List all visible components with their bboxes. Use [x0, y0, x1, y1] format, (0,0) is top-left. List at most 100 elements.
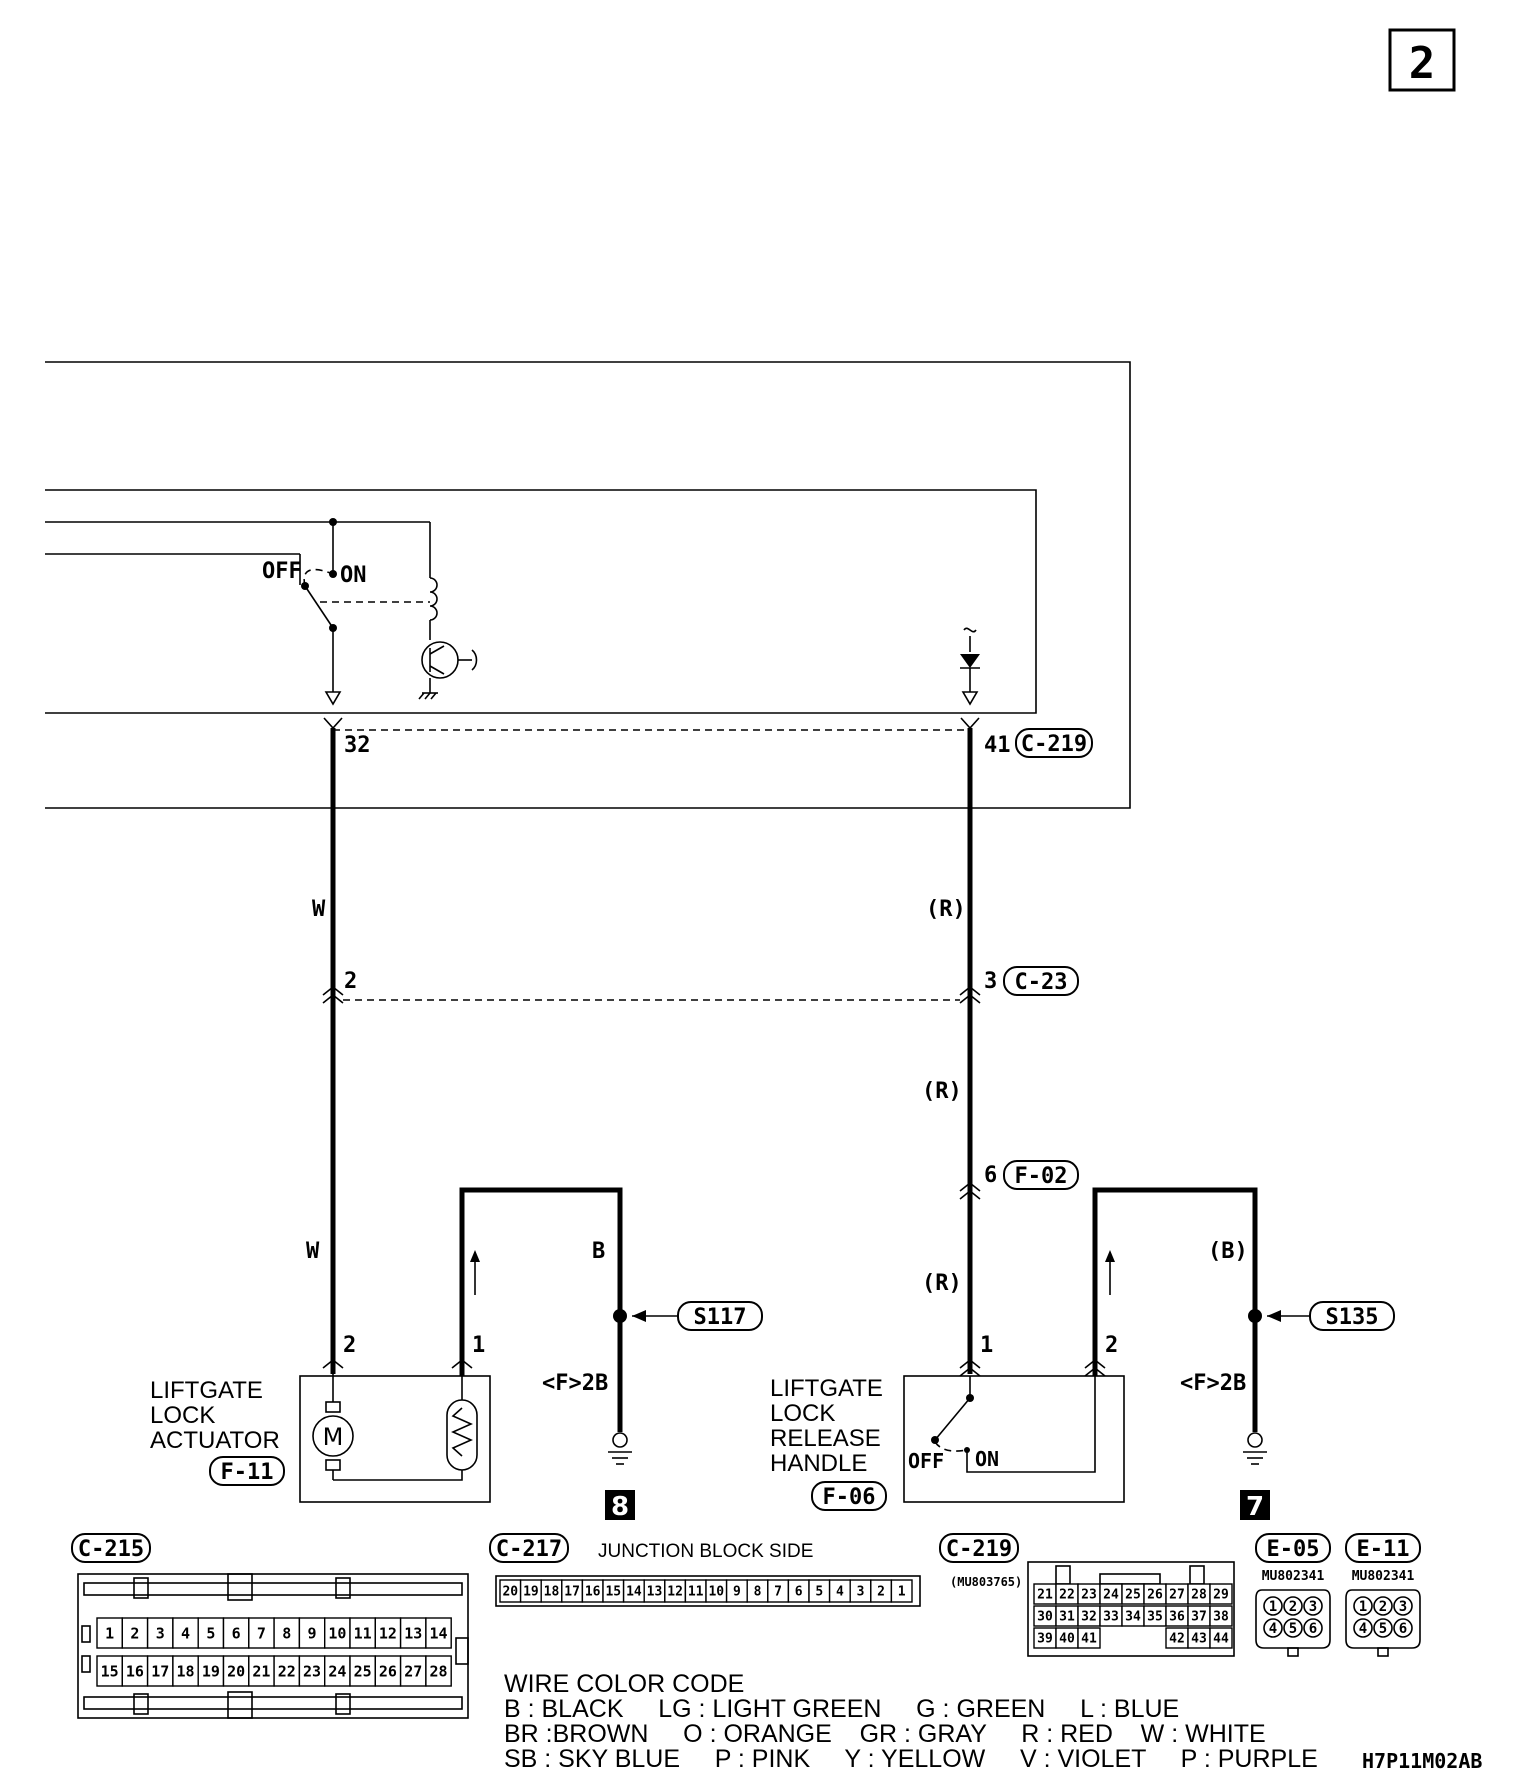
e05-pins-pin-ring [1303, 1596, 1323, 1616]
c217-pin-cell [890, 1579, 913, 1603]
c217-pin: 5 [815, 1585, 823, 1600]
c215-pin: 11 [354, 1624, 372, 1642]
c217-pin: 20 [502, 1585, 518, 1600]
actuator-pin-1: 1 [472, 1333, 485, 1358]
c215-pin-cell [324, 1617, 351, 1649]
wire-label-b1: B [592, 1239, 605, 1264]
wire-color-code: WIRE COLOR CODE B : BLACK LG : LIGHT GRE… [504, 1670, 1482, 1773]
c219-pin-cell [1209, 1605, 1233, 1627]
c215-view-label: C-215 [78, 1537, 144, 1562]
handle-name-4: HANDLE [770, 1450, 867, 1477]
c215-pin: 12 [379, 1624, 397, 1642]
ground2-location: <F>2B [1180, 1371, 1246, 1396]
c23-label: C-23 [1015, 970, 1068, 995]
e05-pins-pin-ring [1303, 1618, 1323, 1638]
c215-pin: 8 [282, 1624, 291, 1642]
c215-pin-cell [273, 1617, 301, 1649]
e05-view-label: E-05 [1267, 1537, 1320, 1562]
c215-pin: 2 [130, 1624, 139, 1642]
c215-pin: 9 [308, 1624, 317, 1642]
handle-pin-2: 2 [1105, 1333, 1118, 1358]
c215-pin: 15 [101, 1662, 119, 1680]
c219-pin: 26 [1147, 1588, 1163, 1603]
e05-pins-pin: 4 [1269, 1621, 1277, 1637]
c219-pin-cell [1077, 1627, 1101, 1649]
wire-color-line-2: BR :BROWN O : ORANGE GR : GRAY R : RED W… [504, 1720, 1266, 1748]
c219-pin: 35 [1147, 1610, 1163, 1625]
e05-pins-pin: 1 [1269, 1599, 1277, 1615]
c217-pin: 7 [774, 1585, 782, 1600]
wire-label-r1: (R) [926, 897, 966, 922]
c215-pin: 6 [232, 1624, 241, 1642]
e11-view-label: E-11 [1357, 1537, 1410, 1562]
ground-branch-left: B S117 <F>2B 8 [459, 1187, 763, 1522]
motor-icon: M [323, 1423, 344, 1451]
c215-pin: 22 [278, 1662, 296, 1680]
handle-on-label: ON [975, 1447, 999, 1471]
c215-pin-cell [273, 1655, 301, 1687]
e05-pins-pin: 2 [1289, 1599, 1297, 1615]
c215-pin: 7 [257, 1624, 266, 1642]
ground2-number: 7 [1246, 1492, 1264, 1522]
wire-label-w1: W [312, 897, 326, 922]
c215-pin: 21 [252, 1662, 270, 1680]
wire-color-title: WIRE COLOR CODE [504, 1670, 744, 1698]
wire-color-line-3: SB : SKY BLUE P : PINK Y : YELLOW V : VI… [504, 1745, 1318, 1773]
e11-pins-pin: 5 [1379, 1621, 1387, 1637]
e11-pins-pin: 2 [1379, 1599, 1387, 1615]
c215-pin: 18 [177, 1662, 195, 1680]
handle-pin-1: 1 [980, 1333, 993, 1358]
c219-pin-cell [1209, 1627, 1233, 1649]
c217-pin: 3 [857, 1585, 865, 1600]
diagram-code: H7P11M02AB [1362, 1749, 1482, 1773]
connector-c23: 2 3 C-23 [322, 966, 1079, 1004]
c219-label: C-219 [1021, 732, 1087, 757]
e05-pins-pin: 5 [1289, 1621, 1297, 1637]
c219-pin: 29 [1213, 1588, 1229, 1603]
c217-pin: 2 [877, 1585, 885, 1600]
c219-pin: 34 [1125, 1610, 1141, 1625]
c215-pin-cell [425, 1655, 452, 1687]
c219-pin: 21 [1037, 1588, 1053, 1603]
e11-part-number: MU802341 [1352, 1569, 1415, 1584]
c215-pin: 27 [404, 1662, 422, 1680]
c217-pin: 8 [754, 1585, 762, 1600]
c215-pin: 4 [181, 1624, 190, 1642]
c217-pin: 17 [564, 1585, 580, 1600]
outer-module-box [45, 361, 1131, 809]
c219-pin: 37 [1191, 1610, 1207, 1625]
liftgate-lock-actuator: 2 1 M LIFTGATE LOCK ACTUATOR F-11 [150, 1333, 491, 1503]
c217-pin: 9 [733, 1585, 741, 1600]
e11-pins-pin: 6 [1399, 1621, 1407, 1637]
e05-pins-pin-ring [1283, 1596, 1303, 1616]
c215-pin: 19 [202, 1662, 220, 1680]
c219-view-label: C-219 [946, 1537, 1012, 1562]
c215-pin-cell [374, 1655, 402, 1687]
c217-pin: 19 [523, 1585, 539, 1600]
c219-pin-cell [1209, 1583, 1233, 1605]
e11-pins-pin-ring [1353, 1596, 1373, 1616]
c219-pin: 41 [1081, 1632, 1097, 1647]
c215-pin-cell [96, 1617, 123, 1649]
handle-name-3: RELEASE [770, 1425, 881, 1452]
inner-module-box [45, 489, 1037, 714]
e05-pins-pin-ring [1263, 1618, 1283, 1638]
c215-pin-cell [298, 1655, 326, 1687]
c217-pin: 1 [898, 1585, 906, 1600]
c217-view-label: C-217 [496, 1537, 562, 1562]
c215-pin: 20 [227, 1662, 245, 1680]
wire-label-r2: (R) [922, 1079, 962, 1104]
f02-pin-6: 6 [984, 1163, 997, 1188]
e11-pins-pin: 1 [1359, 1599, 1367, 1615]
c23-pin-2: 2 [344, 969, 357, 994]
c219-pin: 27 [1169, 1588, 1185, 1603]
c215-pin-cell [248, 1655, 275, 1687]
c215-pin: 16 [126, 1662, 144, 1680]
c215-pin: 1 [105, 1624, 114, 1642]
c219-pin: 25 [1125, 1588, 1141, 1603]
